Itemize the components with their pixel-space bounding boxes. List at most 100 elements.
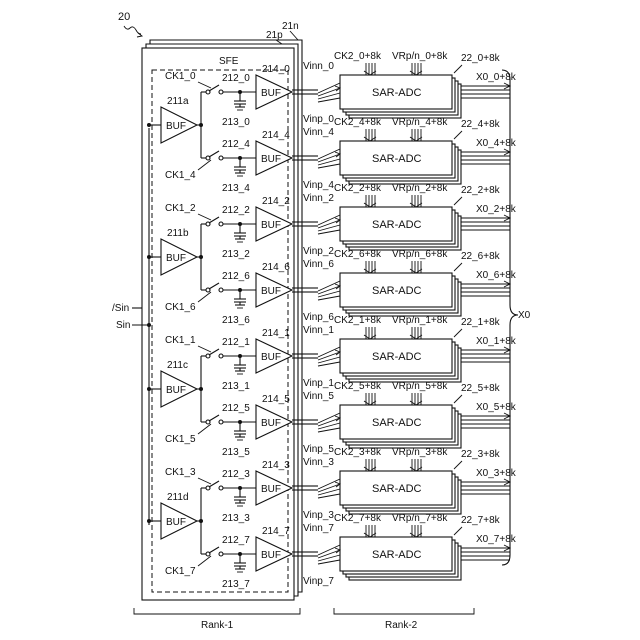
input-buffer-ref: 211c xyxy=(167,360,188,371)
sar-adc-label: SAR-ADC xyxy=(372,351,422,363)
cap-ref: 213_3 xyxy=(222,513,250,524)
adc-in-arrow-line xyxy=(318,93,340,99)
adc-vinp-label: Vinp_4 xyxy=(303,180,334,191)
sar-adc-label: SAR-ADC xyxy=(372,549,422,561)
adc-in-arrow-line xyxy=(318,479,340,489)
adc-vinp-label: Vinp_1 xyxy=(303,378,334,389)
cap-ref: 213_6 xyxy=(222,315,250,326)
adc-in-arrow-line xyxy=(318,215,340,225)
adc-in-arrow-line xyxy=(318,98,340,102)
clock-label: CK1_0 xyxy=(165,71,196,82)
adc-vinp-label: Vinp_5 xyxy=(303,444,334,455)
adc-ref-label: 22_3+8k xyxy=(461,449,501,460)
sample-buffer-ref: 214_7 xyxy=(262,526,290,537)
adc-ref-label: 22_5+8k xyxy=(461,383,501,394)
adc-in-arrow-line xyxy=(318,83,340,93)
rank2-label: Rank-2 xyxy=(385,620,418,631)
adc-ref-leader xyxy=(454,65,462,73)
adc-clock-label: CK2_1+8k xyxy=(334,315,382,326)
adc-in-arrow-line xyxy=(318,494,340,498)
sample-buffer-label: BUF xyxy=(261,154,281,165)
adc-vinp-label: Vinp_2 xyxy=(303,246,334,257)
adc-in-arrow-line xyxy=(318,484,340,492)
adc-out-label: X0_2+8k xyxy=(476,204,517,215)
adc-in-arrow-line xyxy=(318,296,340,300)
adc-in-arrow-line xyxy=(318,489,340,495)
figure-pointer-arrow xyxy=(137,33,142,37)
clock-leader xyxy=(198,478,211,484)
adc-in-arrow-line xyxy=(318,362,340,366)
adc-vinn-label: Vinn_7 xyxy=(303,523,334,534)
adc-out-label: X0_1+8k xyxy=(476,336,517,347)
switch-ref: 212_3 xyxy=(222,469,250,480)
adc-ref-label: 22_7+8k xyxy=(461,515,501,526)
sar-adc-label: SAR-ADC xyxy=(372,219,422,231)
adc-in-arrow-line xyxy=(318,357,340,363)
adc-vinp-label: Vinp_3 xyxy=(303,510,334,521)
adc-ref-label: 22_6+8k xyxy=(461,251,501,262)
adc-ref-leader xyxy=(454,395,462,403)
cap-ref: 213_1 xyxy=(222,381,250,392)
clock-leader xyxy=(198,160,211,170)
rank1-bracket xyxy=(134,608,300,614)
switch-blade xyxy=(209,283,219,289)
adc-out-label: X0_5+8k xyxy=(476,402,517,413)
adc-ref-leader xyxy=(454,131,462,139)
sar-adc-label: SAR-ADC xyxy=(372,153,422,165)
input-buffer-ref: 211b xyxy=(167,228,189,239)
sample-buffer-label: BUF xyxy=(261,484,281,495)
sample-buffer-ref: 214_6 xyxy=(262,262,290,273)
cap-ref: 213_0 xyxy=(222,117,250,128)
adc-clock-label: CK2_4+8k xyxy=(334,117,382,128)
switch-ref: 212_0 xyxy=(222,73,250,84)
adc-in-arrow-line xyxy=(318,286,340,294)
switch-ref: 212_2 xyxy=(222,205,250,216)
adc-in-arrow-line xyxy=(318,291,340,297)
switch-contact-right xyxy=(219,90,223,94)
cap-ref: 213_7 xyxy=(222,579,250,590)
adc-ref-leader xyxy=(454,329,462,337)
adc-clock-label: CK2_7+8k xyxy=(334,513,382,524)
sample-buffer-ref: 214_0 xyxy=(262,64,290,75)
adc-out-label: X0_7+8k xyxy=(476,534,517,545)
adc-ref-label: 22_4+8k xyxy=(461,119,501,130)
input-sin-bar: /Sin xyxy=(112,303,129,314)
switch-ref: 212_6 xyxy=(222,271,250,282)
clock-label: CK1_5 xyxy=(165,434,196,445)
adc-vref-label: VRp/n_6+8k xyxy=(392,249,448,260)
switch-blade xyxy=(209,151,219,157)
clock-leader xyxy=(198,292,211,302)
sar-adc-label: SAR-ADC xyxy=(372,417,422,429)
adc-in-arrow-line xyxy=(318,225,340,231)
switch-contact-right xyxy=(219,486,223,490)
ref-21p: 21p xyxy=(266,30,283,41)
adc-vinn-label: Vinn_5 xyxy=(303,391,334,402)
switch-blade xyxy=(209,547,219,553)
adc-in-arrow-line xyxy=(318,164,340,168)
input-buffer-in-junction xyxy=(147,387,151,391)
switch-contact-right xyxy=(219,288,223,292)
rank1-label: Rank-1 xyxy=(201,620,234,631)
ref-21n: 21n xyxy=(282,21,299,32)
adc-clock-label: CK2_6+8k xyxy=(334,249,382,260)
adc-vref-label: VRp/n_4+8k xyxy=(392,117,448,128)
clock-leader xyxy=(198,424,211,434)
adc-in-arrow-line xyxy=(318,545,340,555)
cap-ref: 213_5 xyxy=(222,447,250,458)
leader-21n xyxy=(290,31,298,40)
input-buffer-group: BUF211aBUF211bBUF211cBUF211d xyxy=(147,92,203,554)
sample-buffer-label: BUF xyxy=(261,418,281,429)
input-buffer-out-junction xyxy=(199,387,203,391)
adc-vref-label: VRp/n_1+8k xyxy=(392,315,448,326)
sar-adc-label: SAR-ADC xyxy=(372,483,422,495)
adc-vref-label: VRp/n_0+8k xyxy=(392,51,448,62)
sample-buffer-label: BUF xyxy=(261,220,281,231)
sample-buffer-ref: 214_2 xyxy=(262,196,290,207)
clock-leader xyxy=(198,214,211,220)
adc-ref-label: 22_2+8k xyxy=(461,185,501,196)
cap-ref: 213_2 xyxy=(222,249,250,260)
adc-in-arrow-line xyxy=(318,347,340,357)
clock-leader xyxy=(198,82,211,88)
adc-vinn-label: Vinn_1 xyxy=(303,325,334,336)
